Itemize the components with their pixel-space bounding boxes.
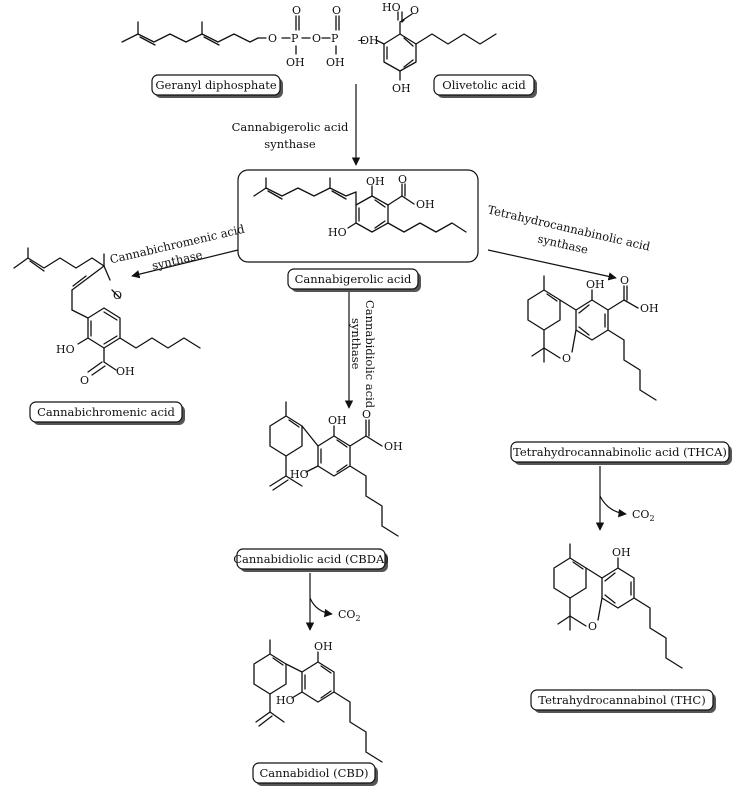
label-thc: Tetrahydrocannabinol (THC)	[530, 689, 716, 713]
atom-oh: OH	[360, 34, 379, 47]
atom-ho: HO	[382, 1, 401, 14]
label-text: Geranyl diphosphate	[155, 78, 276, 92]
atom-p: P	[331, 32, 339, 45]
co2-release-arrow	[599, 495, 627, 518]
label-geranyl-diphosphate: Geranyl diphosphate	[151, 74, 283, 98]
cbga-structure-frame	[237, 169, 479, 263]
atom-oh: OH	[286, 56, 305, 69]
enzyme-cbga-synthase-line2: synthase	[264, 137, 316, 151]
atom-o: O	[620, 274, 629, 287]
atom-o: O	[362, 408, 371, 421]
label-text: Tetrahydrocannabinol (THC)	[538, 693, 705, 707]
olivetolic-acid-structure	[375, 11, 497, 81]
label-cbd: Cannabidiol (CBD)	[252, 762, 378, 786]
atom-o: O	[562, 352, 571, 365]
co2-release-arrow	[309, 597, 333, 618]
label-olivetolic-acid: Olivetolic acid	[433, 74, 537, 98]
enzyme-cbda-synthase-line2: synthase	[349, 318, 363, 370]
atom-oh: OH	[612, 546, 631, 559]
atom-oh: OH	[366, 175, 385, 188]
label-cbga: Cannabigerolic acid	[287, 268, 421, 292]
cbga-structure	[253, 177, 467, 233]
label-text: Cannabigerolic acid	[295, 272, 412, 286]
atom-o: O	[80, 374, 89, 387]
cbda-structure	[269, 401, 399, 537]
atom-oh: OH	[326, 56, 345, 69]
atom-oh: OH	[392, 82, 411, 95]
label-text: Cannabidiolic acid (CBDA)	[233, 552, 389, 566]
atom-oh: OH	[314, 640, 333, 653]
label-thca: Tetrahydrocannabinolic acid (THCA)	[510, 441, 732, 465]
label-text: Olivetolic acid	[442, 78, 526, 92]
atom-o: O	[410, 4, 419, 17]
atom-ho: HO	[56, 343, 75, 356]
co2-label-cbd: CO2	[338, 608, 361, 623]
atom-oh: OH	[640, 302, 659, 315]
plus-sign: +	[357, 34, 366, 47]
atom-o: O	[113, 289, 122, 302]
label-cbda: Cannabidiolic acid (CBDA)	[233, 548, 389, 572]
atom-o: O	[332, 4, 341, 17]
atom-oh: OH	[328, 414, 347, 427]
atom-o: O	[292, 4, 301, 17]
atom-ho: HO	[290, 468, 309, 481]
label-cbca: Cannabichromenic acid	[29, 401, 185, 425]
atom-o: O	[398, 173, 407, 186]
label-text: Cannabidiol (CBD)	[259, 766, 368, 780]
co2-label-thc: CO2	[632, 508, 655, 523]
atom-oh: OH	[416, 198, 435, 211]
enzyme-cbda-synthase-line1: Cannabidiolic acid	[363, 300, 377, 409]
atom-ho: HO	[328, 226, 347, 239]
atom-ho: HO	[276, 694, 295, 707]
label-text: Tetrahydrocannabinolic acid (THCA)	[513, 445, 727, 459]
atom-p: P	[291, 32, 299, 45]
cbd-structure	[253, 639, 383, 763]
thc-structure	[553, 543, 683, 669]
cbca-structure	[13, 247, 201, 376]
atom-oh: OH	[586, 278, 605, 291]
atom-o: O	[268, 32, 277, 45]
arrow-to-thca	[487, 249, 617, 281]
arrow-to-cbca	[131, 249, 239, 279]
atom-o: O	[588, 620, 597, 633]
geranyl-diphosphate-structure	[121, 15, 340, 55]
enzyme-cbga-synthase-line1: Cannabigerolic acid	[232, 120, 349, 134]
atom-oh: OH	[116, 365, 135, 378]
thca-structure	[527, 275, 657, 401]
atom-oh: OH	[384, 440, 403, 453]
atom-o: O	[312, 32, 321, 45]
label-text: Cannabichromenic acid	[37, 405, 175, 419]
